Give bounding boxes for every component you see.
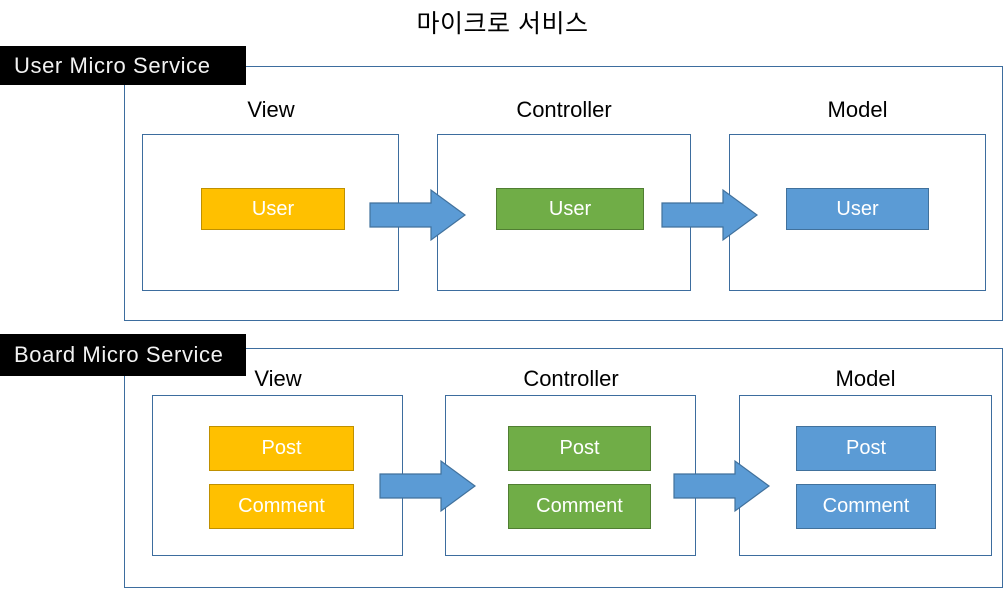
service-badge-board-label: Board Micro Service: [14, 342, 224, 367]
layer-heading-user-controller: Controller: [516, 97, 612, 122]
layer-box-board-view: [152, 395, 403, 556]
layer-box-board-model: [739, 395, 992, 556]
service-badge-board: Board Micro Service: [0, 334, 246, 376]
right-block-arrow-icon: [379, 458, 477, 514]
layer-heading-user-model: Model: [827, 97, 888, 122]
entity-chip-user-view-user: User: [201, 188, 345, 230]
layer-box-board-controller: [445, 395, 696, 556]
layer-heading-board-controller: Controller: [523, 366, 619, 391]
service-badge-user-label: User Micro Service: [14, 52, 211, 78]
service-container-board: [124, 348, 1003, 588]
service-container-user: [124, 66, 1003, 321]
entity-chip-board-model-post: Post: [796, 426, 936, 471]
layer-heading-user-view: View: [247, 97, 295, 122]
entity-chip-user-model-user: User: [786, 188, 929, 230]
service-badge-user: User Micro Service: [0, 46, 246, 85]
entity-chip-user-controller-user: User: [496, 188, 644, 230]
entity-chip-board-view-comment: Comment: [209, 484, 354, 529]
page-title: 마이크로 서비스: [416, 10, 589, 38]
entity-chip-board-model-comment: Comment: [796, 484, 936, 529]
entity-chip-board-view-post: Post: [209, 426, 354, 471]
layer-heading-board-view: View: [254, 366, 302, 391]
layer-heading-board-model: Model: [835, 366, 896, 391]
entity-chip-board-controller-post: Post: [508, 426, 651, 471]
right-block-arrow-icon: [369, 187, 467, 243]
right-block-arrow-icon: [661, 187, 759, 243]
entity-chip-board-controller-comment: Comment: [508, 484, 651, 529]
right-block-arrow-icon: [673, 458, 771, 514]
